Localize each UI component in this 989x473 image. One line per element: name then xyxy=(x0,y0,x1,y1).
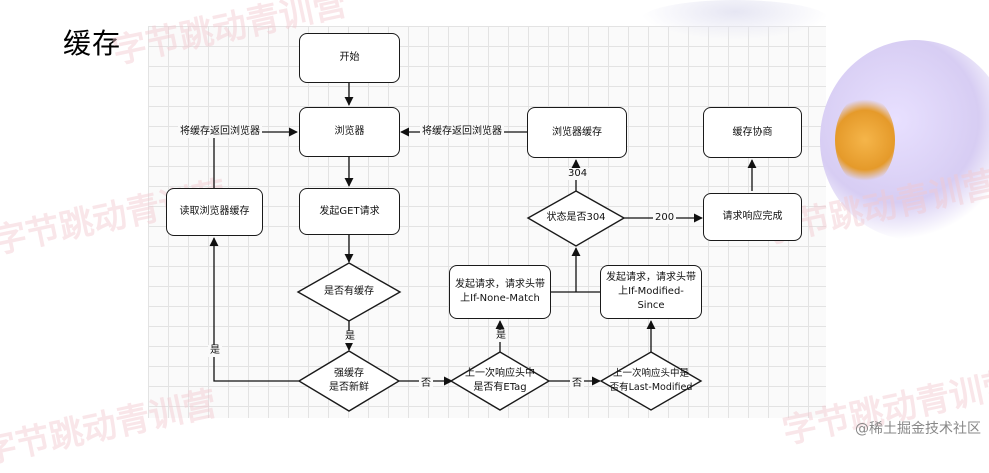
edge-label-yes-has-cache: 是 xyxy=(343,331,357,343)
node-response-done: 请求响应完成 xyxy=(703,193,802,241)
node-send-get: 发起GET请求 xyxy=(299,188,400,235)
decision-etag xyxy=(449,351,551,411)
edge-label-304: 304 xyxy=(566,168,590,180)
node-response-done-label: 请求响应完成 xyxy=(722,211,783,222)
page-title: 缓存 xyxy=(63,27,122,60)
edge-label-200: 200 xyxy=(653,212,677,224)
edge-label-no-fresh: 否 xyxy=(419,378,433,390)
decision-status-304 xyxy=(526,190,626,247)
decision-etag-label: 上一次响应头中 是否有ETag xyxy=(465,368,535,393)
node-request-if-modified-since: 发起请求，请求头带 上If-Modified-Since xyxy=(600,265,702,319)
decision-last-modified-label: 上一次响应头中是 否有Last-Modified xyxy=(609,368,693,393)
node-negotiate: 缓存协商 xyxy=(703,107,802,158)
edge-label-return-left: 将缓存返回浏览器 xyxy=(178,126,262,138)
node-negotiate-label: 缓存协商 xyxy=(732,126,773,138)
node-read-cache: 读取浏览器缓存 xyxy=(166,188,263,236)
decision-status-304-label: 状态是否304 xyxy=(546,212,606,223)
node-browser-label: 浏览器 xyxy=(334,126,365,137)
decision-has-cache xyxy=(296,262,402,322)
node-request-if-none-match-label: 发起请求，请求头带 上If-None-Match xyxy=(455,279,545,304)
node-start-label: 开始 xyxy=(339,52,360,63)
edge-label-no-etag: 否 xyxy=(570,378,584,390)
edge-label-yes-etag: 是 xyxy=(494,330,508,342)
node-send-get-label: 发起GET请求 xyxy=(319,205,380,217)
node-request-if-modified-since-label: 发起请求，请求头带 上If-Modified-Since xyxy=(606,272,696,311)
node-browser: 浏览器 xyxy=(299,107,400,157)
decision-last-modified xyxy=(599,351,703,411)
edge-label-return-right: 将缓存返回浏览器 xyxy=(420,126,504,138)
node-read-cache-label: 读取浏览器缓存 xyxy=(179,206,250,217)
decision-strong-cache-label: 强缓存 是否新鲜 xyxy=(329,368,369,393)
flowchart-connectors xyxy=(209,83,757,412)
node-start: 开始 xyxy=(299,33,400,83)
credit-watermark: @稀土掘金技术社区 xyxy=(855,421,981,437)
node-request-if-none-match: 发起请求，请求头带 上If-None-Match xyxy=(449,265,551,319)
decision-strong-cache xyxy=(297,350,401,412)
edge-readcache-browser xyxy=(213,127,298,188)
decision-has-cache-label: 是否有缓存 xyxy=(324,286,374,297)
edge-strong-readcache xyxy=(209,237,300,382)
edge-label-yes-fresh: 是 xyxy=(208,345,222,357)
node-browser-cache-label: 浏览器缓存 xyxy=(552,126,602,138)
node-browser-cache: 浏览器缓存 xyxy=(527,107,627,158)
